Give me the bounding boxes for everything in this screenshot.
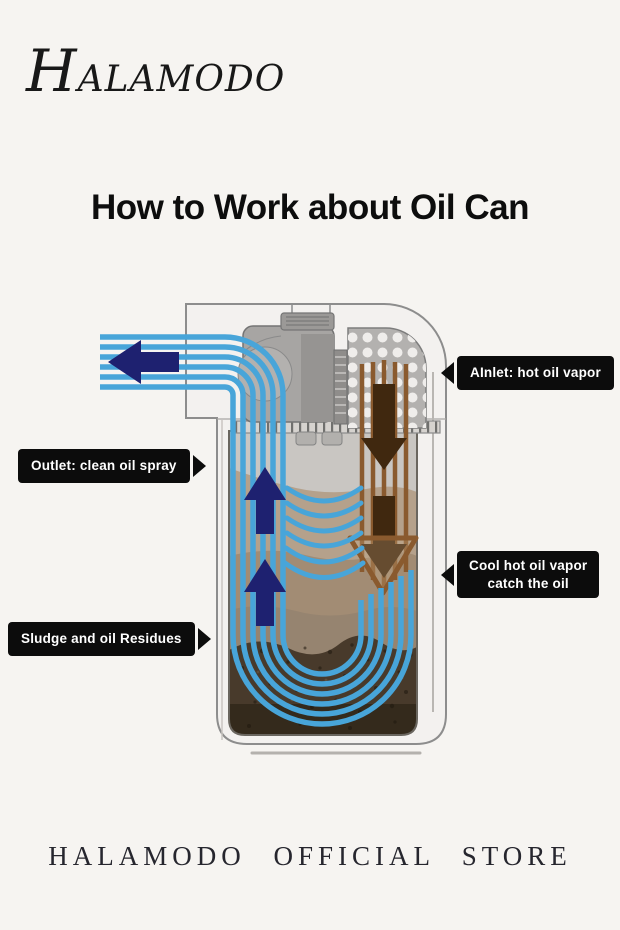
page-title: How to Work about Oil Can (91, 188, 529, 227)
callout-inlet-label: AInlet: hot oil vapor (457, 356, 614, 390)
brand-logo: HALAMODO (26, 37, 286, 105)
oil-spray-arcs (282, 485, 366, 580)
vapor-condense-triangle-icon (347, 535, 419, 596)
callout-cool: Cool hot oil vapor catch the oil (441, 551, 600, 599)
footer-store-name: HALAMODO OFFICIAL STORE (48, 841, 572, 871)
callout-sludge-label: Sludge and oil Residues (8, 622, 195, 656)
callout-cool-line1: Cool hot oil vapor (469, 558, 588, 573)
callout-pointer-right-icon (192, 454, 206, 477)
callout-cool-label: Cool hot oil vapor catch the oil (457, 551, 600, 599)
brush-element (333, 349, 348, 425)
callout-cool-line2: catch the oil (487, 575, 569, 591)
callout-outlet-label: Outlet: clean oil spray (18, 449, 190, 483)
callout-inlet: AInlet: hot oil vapor (441, 356, 614, 390)
clean-oil-flow-lines (100, 334, 414, 727)
clean-oil-up-arrow-icon (244, 559, 286, 626)
clean-oil-exit-arrow-icon (108, 340, 179, 384)
clean-oil-arrow-icons (108, 340, 286, 626)
callout-pointer-left-icon (441, 361, 454, 384)
callout-outlet: Outlet: clean oil spray (18, 449, 206, 483)
callout-pointer-right-icon (197, 627, 211, 650)
callout-sludge: Sludge and oil Residues (8, 622, 211, 656)
callout-pointer-left-icon (441, 563, 454, 586)
clean-oil-up-arrow-icon (244, 467, 286, 534)
